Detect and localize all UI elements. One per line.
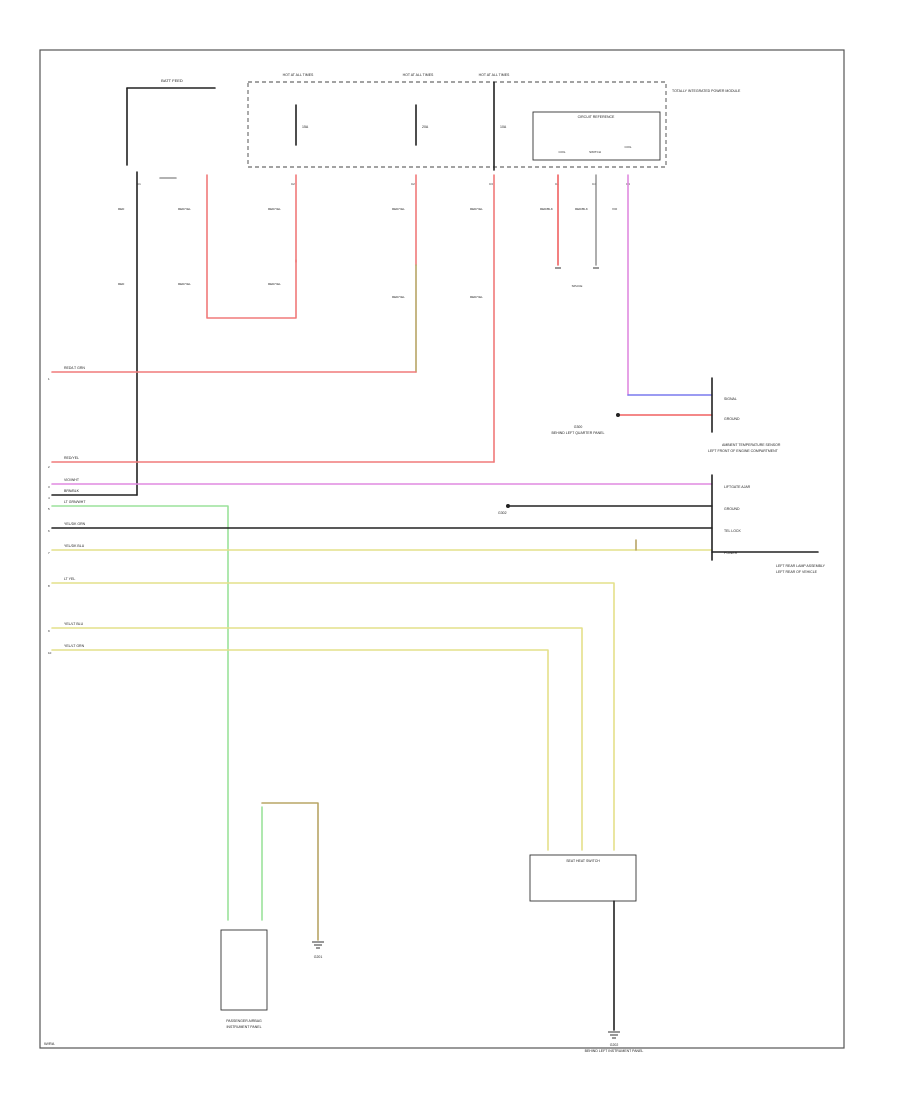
lamp-desc: LEFT REAR OF VEHICLE: [776, 570, 818, 574]
row-label-10: YEL/LT GRN: [64, 644, 85, 648]
left-component-desc: INSTRUMENT PANEL: [226, 1025, 261, 1029]
row-label-6: YEL/DK GRN: [64, 522, 86, 526]
right-ground-label: G202: [610, 1043, 619, 1047]
ground-ref: G300: [574, 425, 583, 429]
left-ground-label: G201: [314, 955, 323, 959]
svg-text:2: 2: [48, 465, 50, 469]
relay-name: CIRCUIT REFERENCE: [578, 115, 615, 119]
lamp-ground-label: G302: [498, 511, 507, 515]
svg-text:RED/YEL: RED/YEL: [470, 295, 483, 299]
fuse-2: HOT AT ALL TIMES 20A: [403, 73, 434, 146]
row-label-4: BRN/BLK: [64, 489, 80, 493]
connector-pins-top: C1 C2 C2 C3 C4 C4 C4: [137, 182, 630, 186]
relay-pin-3: COIL: [624, 145, 631, 149]
row-label-5: LT GRN/WHT: [64, 500, 86, 504]
relay-ground: SPLICE: [555, 267, 599, 288]
svg-text:RED/YEL: RED/YEL: [392, 207, 405, 211]
row-label-3: VIO/WHT: [64, 478, 80, 482]
fuse-1: HOT AT ALL TIMES 15A: [283, 73, 314, 146]
vertical-wire-labels: RED RED/YEL RED/YEL RED/YEL RED/YEL RED/…: [118, 207, 618, 299]
svg-text:RED/YEL: RED/YEL: [268, 282, 281, 286]
relay-pin-2: SWITCH: [589, 150, 601, 154]
fuse-3: HOT AT ALL TIMES 10A: [479, 73, 510, 171]
svg-text:RED: RED: [118, 282, 125, 286]
svg-text:RED: RED: [118, 207, 125, 211]
row-label-8: LT YEL: [64, 577, 75, 581]
svg-text:RED/YEL: RED/YEL: [178, 282, 191, 286]
sensor-desc: LEFT FRONT OF ENGINE COMPARTMENT: [708, 449, 779, 453]
svg-text:4: 4: [48, 496, 50, 500]
svg-text:8: 8: [48, 584, 50, 588]
lamp-pin-1: LIFTGATE AJAR: [724, 485, 751, 489]
svg-text:C4: C4: [555, 182, 559, 186]
svg-text:6: 6: [48, 529, 50, 533]
svg-text:RED/YEL: RED/YEL: [268, 207, 281, 211]
right-ground-desc: BEHIND LEFT INSTRUMENT PANEL: [585, 1049, 644, 1053]
svg-text:C4: C4: [592, 182, 596, 186]
wire-red-loop: [206, 174, 297, 319]
row-label-1: RED/LT GRN: [64, 366, 85, 370]
svg-text:C1: C1: [137, 182, 141, 186]
sensor-pin-1: SIGNAL: [724, 397, 737, 401]
fuse-1-rating: 15A: [302, 125, 309, 129]
row-yel-lt-grn: [51, 649, 549, 851]
sensor-pin-2: GROUND: [724, 417, 740, 421]
row-label-9: YEL/LT BLU: [64, 622, 84, 626]
fuse-1-label: HOT AT ALL TIMES: [283, 73, 314, 77]
wire-airbag-ground: [261, 802, 319, 941]
svg-text:3: 3: [48, 485, 50, 489]
row-yel-lt-blu: [51, 627, 583, 851]
batt-feed-label: BATT FEED: [161, 78, 183, 83]
diagram-border: [39, 49, 845, 1049]
ground-symbol-right: [608, 1031, 620, 1039]
svg-text:SPLICE: SPLICE: [572, 284, 583, 288]
left-connector: 1 2 3 4 5 6 7 8 9 10: [48, 377, 52, 655]
sensor-splice-dot: [616, 413, 620, 417]
svg-text:5: 5: [48, 507, 50, 511]
svg-text:10: 10: [48, 651, 52, 655]
svg-text:C3: C3: [489, 182, 493, 186]
passenger-airbag-box: [220, 929, 268, 1011]
seat-heat-switch-box: [529, 854, 637, 902]
svg-text:VIO: VIO: [612, 207, 618, 211]
svg-text:1: 1: [48, 377, 50, 381]
row-label-7: YEL/DK BLU: [64, 544, 85, 548]
right-component-name: SEAT HEAT SWITCH: [566, 859, 600, 863]
lamp-pin-3: TEL LOCK: [724, 529, 741, 533]
row-label-2: RED/YEL: [64, 456, 79, 460]
svg-text:9: 9: [48, 629, 50, 633]
relay-box: [532, 111, 661, 161]
row-lt-grn-wht: [51, 505, 229, 921]
footer-code: W/RA: [44, 1041, 55, 1046]
lamp-pin-2: GROUND: [724, 507, 740, 511]
relay-pin-1: COIL: [558, 150, 565, 154]
svg-text:RED/YEL: RED/YEL: [392, 295, 405, 299]
svg-text:7: 7: [48, 551, 50, 555]
fuse-2-label: HOT AT ALL TIMES: [403, 73, 434, 77]
svg-text:C2: C2: [411, 182, 415, 186]
lamp-pin-4: POWER: [724, 551, 738, 555]
fuse-3-rating: 10A: [500, 125, 507, 129]
fuse-2-rating: 20A: [422, 125, 429, 129]
left-component-name: PASSENGER AIRBAG: [226, 1019, 262, 1023]
module-name: TOTALLY INTEGRATED POWER MODULE: [672, 89, 741, 93]
sensor-name: AMBIENT TEMPERATURE SENSOR: [722, 443, 781, 447]
ground-symbol-left: [312, 941, 324, 949]
ground-ref-desc: BEHIND LEFT QUARTER PANEL: [552, 431, 605, 435]
svg-text:RED/BLK: RED/BLK: [540, 207, 553, 211]
lamp-name: LEFT REAR LAMP ASSEMBLY: [776, 564, 826, 568]
svg-text:RED/BLK: RED/BLK: [575, 207, 588, 211]
lamp-ground-dot: [506, 504, 510, 508]
svg-text:RED/YEL: RED/YEL: [470, 207, 483, 211]
svg-text:C2: C2: [291, 182, 295, 186]
fuse-3-label: HOT AT ALL TIMES: [479, 73, 510, 77]
row-lt-yel: [51, 582, 615, 851]
svg-text:RED/YEL: RED/YEL: [178, 207, 191, 211]
